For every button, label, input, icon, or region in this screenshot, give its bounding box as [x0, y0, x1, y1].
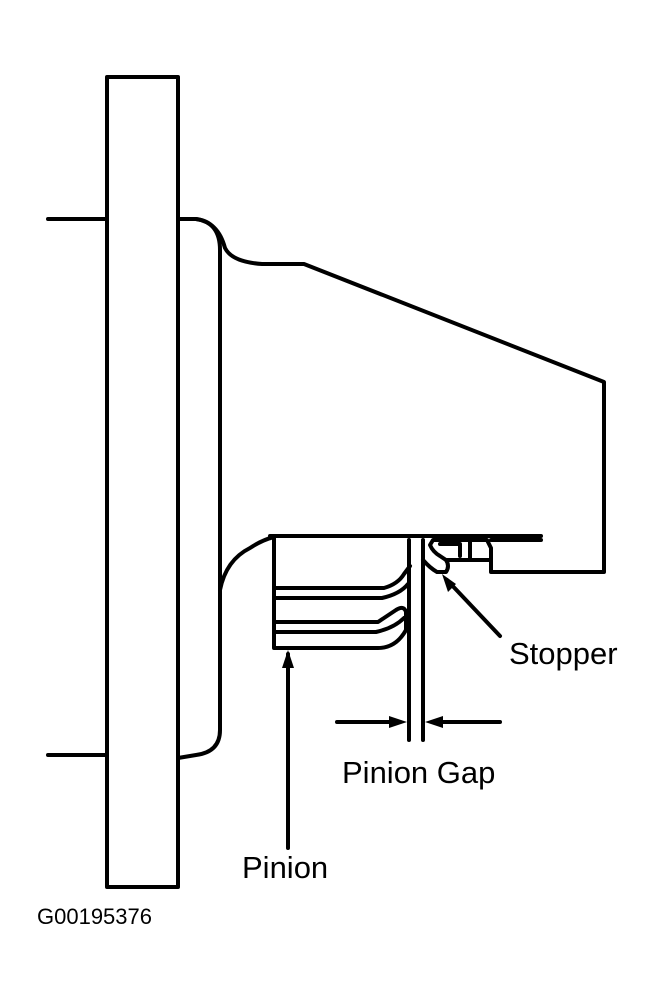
housing-flange: [176, 217, 222, 760]
figure-code: G00195376: [37, 904, 152, 929]
stopper-leader-arrowhead: [442, 574, 456, 592]
mounting-plate: [105, 75, 180, 889]
stopper: [421, 538, 493, 574]
stopper-leader-line: [445, 578, 502, 638]
pinion-tooth-upper: [274, 564, 412, 590]
pinion-label: Pinion: [242, 850, 329, 885]
pinion-leader-arrowhead: [282, 650, 294, 668]
housing-lower-curve: [218, 535, 276, 592]
pinion-body: [272, 535, 408, 650]
pinion-tooth-lower: [274, 616, 406, 634]
gap-arrowhead-right: [425, 716, 443, 728]
gap-arrowhead-left: [389, 716, 407, 728]
pinion-tooth-mid: [274, 582, 410, 600]
stopper-detail: [438, 538, 472, 560]
stopper-label: Stopper: [509, 636, 618, 671]
housing-body: [176, 217, 606, 574]
pinion-gap-label: Pinion Gap: [342, 755, 496, 790]
